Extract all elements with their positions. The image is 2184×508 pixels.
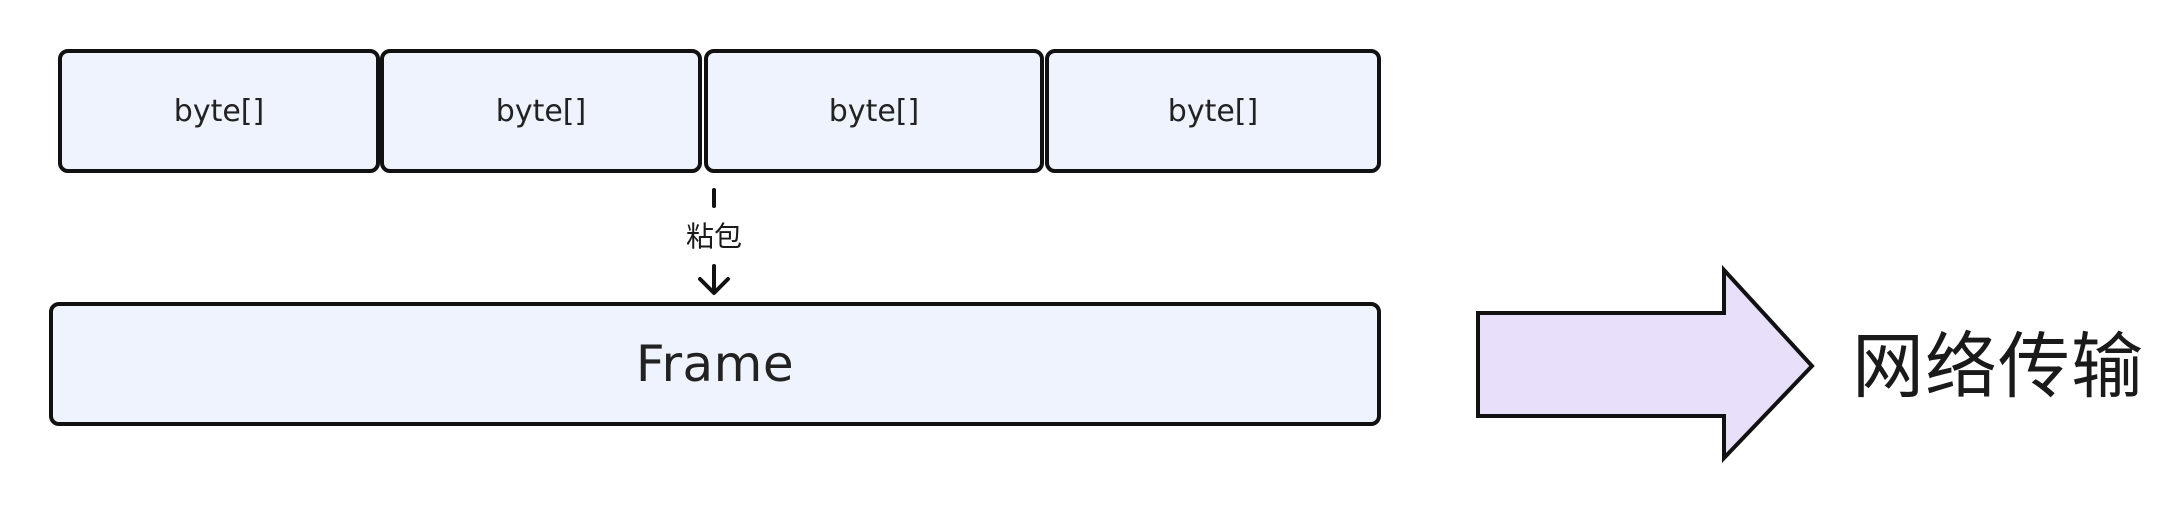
byte-segment-1: byte[] bbox=[58, 49, 380, 173]
byte-segment-4: byte[] bbox=[1045, 49, 1381, 173]
byte-segment-label: byte[] bbox=[495, 93, 587, 129]
arrow-down-icon bbox=[698, 277, 730, 295]
arrow-right-icon bbox=[1476, 264, 1815, 463]
byte-segment-3: byte[] bbox=[704, 49, 1044, 173]
byte-segment-label: byte[] bbox=[1167, 93, 1259, 129]
frame-label: Frame bbox=[635, 335, 795, 393]
network-transmission-label: 网络传输 bbox=[1852, 324, 2145, 409]
byte-segment-2: byte[] bbox=[380, 49, 702, 173]
byte-segment-label: byte[] bbox=[173, 93, 265, 129]
frame-box: Frame bbox=[49, 302, 1381, 426]
connector-label: 粘包 bbox=[683, 220, 745, 253]
byte-segment-label: byte[] bbox=[828, 93, 920, 129]
